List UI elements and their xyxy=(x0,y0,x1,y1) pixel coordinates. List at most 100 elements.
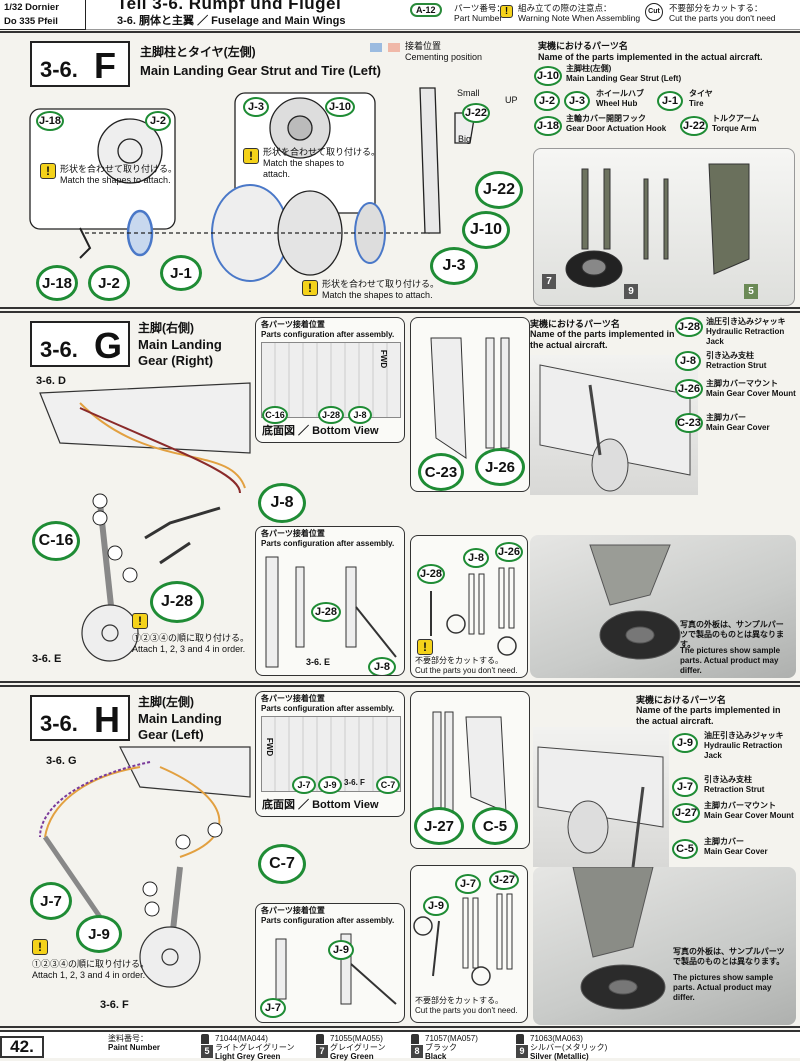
cut-badge-j7: J-7 xyxy=(455,874,481,894)
part-badge-c7: C-7 xyxy=(258,844,306,884)
config2-jp: 各パーツ接着位置 xyxy=(261,906,325,915)
page-footer: 42. 塗料番号： Paint Number 5 71044(MA044) ライ… xyxy=(0,1030,800,1061)
actual-names-jp: 実機におけるパーツ名 xyxy=(538,41,628,51)
paint-code: 71044(MA044) xyxy=(215,1034,268,1043)
name-j7-en: Retraction Strut xyxy=(704,785,765,794)
warning-icon: ! xyxy=(302,280,318,296)
section-f-title-en: Main Landing Gear Strut and Tire (Left) xyxy=(140,63,381,78)
name-badge-j3: J-3 xyxy=(564,91,590,111)
name-c23-jp: 主脚カバー xyxy=(706,413,746,422)
paint-jp: ブラック xyxy=(425,1043,457,1052)
actual-names-jp: 実機におけるパーツ名 xyxy=(530,319,620,329)
painted-parts-photo: 7 9 8 5 xyxy=(533,148,795,306)
sample-photo-g: 写真の外板は、サンプルパーツで製品のものとは異なります。 The picture… xyxy=(530,535,796,678)
section-f-num: 3-6. xyxy=(40,57,78,82)
section-g-diagram xyxy=(39,382,251,662)
page-title: Teil 3-6. Rumpf und Flügel xyxy=(117,0,342,13)
config-strut-drawing xyxy=(275,933,397,1005)
part-badge-j10: J-10 xyxy=(462,211,510,249)
note-en: Match the shapes to attach. xyxy=(60,175,171,185)
config2-badge-j7: J-7 xyxy=(260,998,286,1018)
legend-warn-en: Warning Note When Assembling xyxy=(518,13,641,23)
name-badge-j26: J-26 xyxy=(675,379,703,399)
config2-ref-e: 3-6. E xyxy=(306,657,331,667)
section-h-title-en1: Main Landing xyxy=(138,711,222,726)
part-badge-j2: J-2 xyxy=(88,265,130,301)
sample-photo-illustration xyxy=(572,867,666,1010)
name-j10-jp: 主脚柱(左側) xyxy=(566,64,612,73)
note3-jp: 形状を合わせて取り付ける。 xyxy=(322,279,440,289)
sample-photo-h: 写真の外板は、サンプルパーツで製品のものとは異なります。 The picture… xyxy=(533,867,796,1025)
actual-names-en: Name of the parts implemented in the act… xyxy=(538,52,763,62)
paint-jp: シルバー(メタリック) xyxy=(530,1043,608,1052)
paint-code: 71055(MA055) xyxy=(330,1034,383,1043)
paint-number-en: Paint Number xyxy=(108,1043,161,1052)
cement-jp: 接着位置 xyxy=(405,41,442,51)
cut-parts-box: J-28 J-8 J-26 ! 不要部分をカットする。 Cut the part… xyxy=(410,535,528,678)
name-tire-jp: タイヤ xyxy=(689,89,713,98)
note2-jp: 形状を合わせて取り付ける。 xyxy=(263,147,381,157)
config2-en: Parts configuration after assembly. xyxy=(261,916,395,925)
part-badge-c23: C-23 xyxy=(418,453,464,491)
name-badge-j9: J-9 xyxy=(672,733,698,753)
paint-number-jp: 塗料番号： xyxy=(108,1034,148,1043)
warning-icon: ! xyxy=(243,148,259,164)
warning-icon: ! xyxy=(132,613,148,629)
paint-bottle-icon xyxy=(201,1034,209,1044)
config-badge-j8: J-8 xyxy=(348,406,372,424)
name-hub-jp: ホイールハブ xyxy=(596,89,644,98)
config-badge-j28: J-28 xyxy=(318,406,344,424)
part-badge-j22: J-22 xyxy=(475,171,523,209)
name-c5-jp: 主脚カバー xyxy=(704,837,744,846)
part-badge-j18: J-18 xyxy=(36,265,78,301)
name-torque-en: Torque Arm xyxy=(712,124,757,133)
name-j27-en: Main Gear Cover Mount xyxy=(704,811,794,820)
part-badge-c5: C-5 xyxy=(472,807,518,845)
section-h-title-en2: Gear (Left) xyxy=(138,727,204,742)
section-ref-d: 3-6. D xyxy=(36,375,66,387)
cement-en: Cementing position xyxy=(405,52,483,62)
section-f-title-jp: 主脚柱とタイヤ(左側) xyxy=(140,45,256,59)
painted-parts-illustration xyxy=(565,163,750,288)
paint-bottle-icon xyxy=(411,1034,419,1044)
name-j10-en: Main Landing Gear Strut (Left) xyxy=(566,74,682,83)
legend-cut-jp: 不要部分をカットする： xyxy=(669,3,763,13)
legend-part-en: Part Number xyxy=(454,13,503,23)
config-box-bottom: 各パーツ接着位置 Parts configuration after assem… xyxy=(255,526,405,676)
paint-code: 71063(MA063) xyxy=(530,1034,583,1043)
paint-item: 5 71044(MA044) ライトグレイグリーン Light Grey Gre… xyxy=(201,1034,295,1061)
paint-item: 7 71055(MA055) グレイグリーン Grey Green xyxy=(316,1034,385,1061)
legend-cut-en: Cut the parts you don't need xyxy=(669,13,776,23)
photo-note-en: The pictures show sample parts. Actual p… xyxy=(673,973,774,1002)
order-note-en: Attach 1, 2, 3 and 4 in order. xyxy=(132,644,246,654)
config-badge-j7: J-7 xyxy=(292,776,316,794)
fwd-label: FWD xyxy=(265,737,275,757)
cut-parts-drawing xyxy=(430,567,517,656)
note2-en: Match the shapes to attach. xyxy=(263,158,345,179)
paint-num: 5 xyxy=(201,1045,213,1058)
paint-jp: ライトグレイグリーン xyxy=(215,1043,295,1052)
actual-gear-drawing xyxy=(530,355,698,495)
config-strut-drawing xyxy=(265,556,397,668)
config-jp: 各パーツ接着位置 xyxy=(261,320,325,329)
photo-note-jp: 写真の外板は、サンプルパーツで製品のものとは異なります。 xyxy=(673,947,785,966)
note-jp: 形状を合わせて取り付ける。 xyxy=(60,164,178,174)
actual-names-jp: 実機におけるパーツ名 xyxy=(636,695,726,705)
detail-badge-j3: J-3 xyxy=(243,97,269,117)
name-j26-jp: 主脚カバーマウント xyxy=(706,379,778,388)
name-torque-jp: トルクアーム xyxy=(712,114,760,123)
section-f-diagram xyxy=(29,87,476,282)
cut-badge-j8: J-8 xyxy=(463,548,489,568)
config-en: Parts configuration after assembly. xyxy=(261,704,395,713)
part-badge-j27: J-27 xyxy=(414,807,464,845)
part-badge-j1: J-1 xyxy=(160,255,202,291)
paint-bottle-icon xyxy=(316,1034,324,1044)
paint-num: 8 xyxy=(411,1045,423,1058)
section-h-diagram xyxy=(39,746,251,988)
name-badge-j22: J-22 xyxy=(680,116,708,136)
actual-names-en: Name of the parts implemented in the act… xyxy=(636,705,781,726)
config-box-top: 各パーツ接着位置 Parts configuration after assem… xyxy=(255,691,405,817)
section-g: 3-6. G 主脚(右側) Main Landing Gear (Right) … xyxy=(0,311,800,683)
strut-part-j10 xyxy=(419,87,441,234)
legend-warn-jp: 組み立ての際の注意点： xyxy=(518,3,612,13)
